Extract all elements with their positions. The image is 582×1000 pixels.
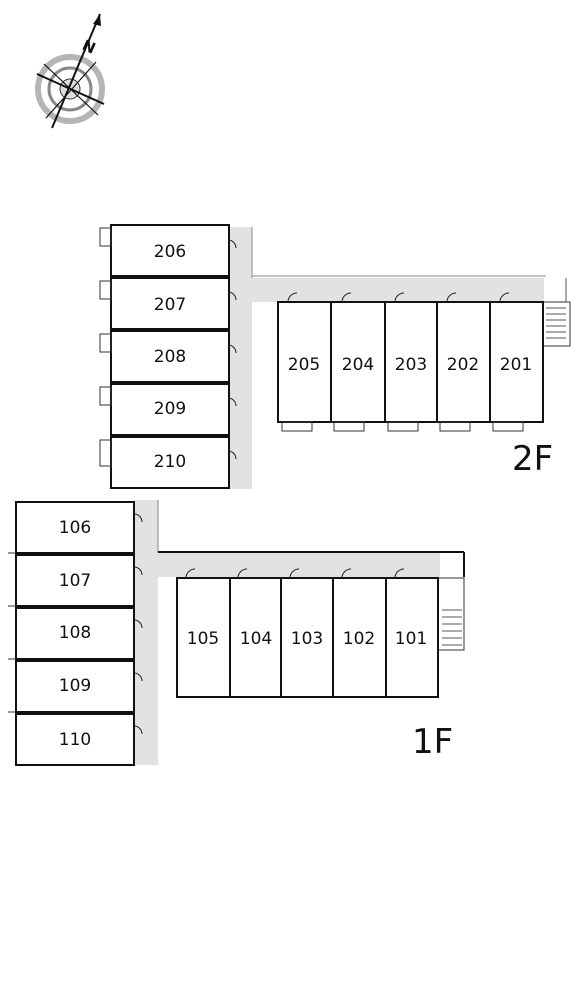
unit-label: 208 [154,347,186,367]
unit-110: 110 [15,713,143,766]
unit-label: 107 [59,571,91,591]
unit-label: 104 [240,629,272,649]
unit-label: 103 [291,629,323,649]
unit-208: 208 [99,330,237,383]
unit-209: 209 [99,383,237,436]
unit-109: 109 [8,660,143,713]
floor-1f: 106 107 108 109 110 105 [8,500,465,766]
corridor [154,553,440,577]
unit-label: 203 [395,355,427,375]
unit-105: 105 [176,568,231,698]
unit-label: 204 [342,355,374,375]
unit-107: 107 [8,554,143,607]
unit-204: 204 [330,292,386,432]
stairs-icon [437,577,465,651]
unit-label: 101 [395,629,427,649]
unit-210: 210 [99,436,237,489]
unit-108: 108 [8,607,143,660]
corridor [228,227,252,489]
unit-206: 206 [99,224,237,277]
unit-106: 106 [8,501,143,554]
unit-205: 205 [277,292,332,432]
unit-label: 102 [343,629,375,649]
unit-label: 201 [500,355,532,375]
unit-201: 201 [489,292,544,432]
compass-icon: N [35,13,105,129]
unit-203: 203 [384,292,438,432]
unit-label: 105 [187,629,219,649]
corridor [134,500,158,765]
unit-label: 202 [447,355,479,375]
unit-101: 101 [385,568,439,698]
unit-207: 207 [99,277,237,330]
unit-103: 103 [280,568,334,698]
unit-label: 109 [59,676,91,696]
unit-label: 209 [154,399,186,419]
unit-label: 110 [59,730,91,750]
unit-104: 104 [229,568,282,698]
unit-label: 205 [288,355,320,375]
unit-label: 106 [59,518,91,538]
stairs-icon [541,278,571,347]
unit-label: 206 [154,242,186,262]
unit-202: 202 [436,292,491,432]
floor-label-2f: 2F [512,439,553,479]
unit-102: 102 [332,568,387,698]
unit-label: 210 [154,452,186,472]
unit-label: 108 [59,623,91,643]
unit-label: 207 [154,295,186,315]
floor-label-1f: 1F [412,722,453,762]
floor-2f: 206 207 208 209 210 [99,224,571,489]
